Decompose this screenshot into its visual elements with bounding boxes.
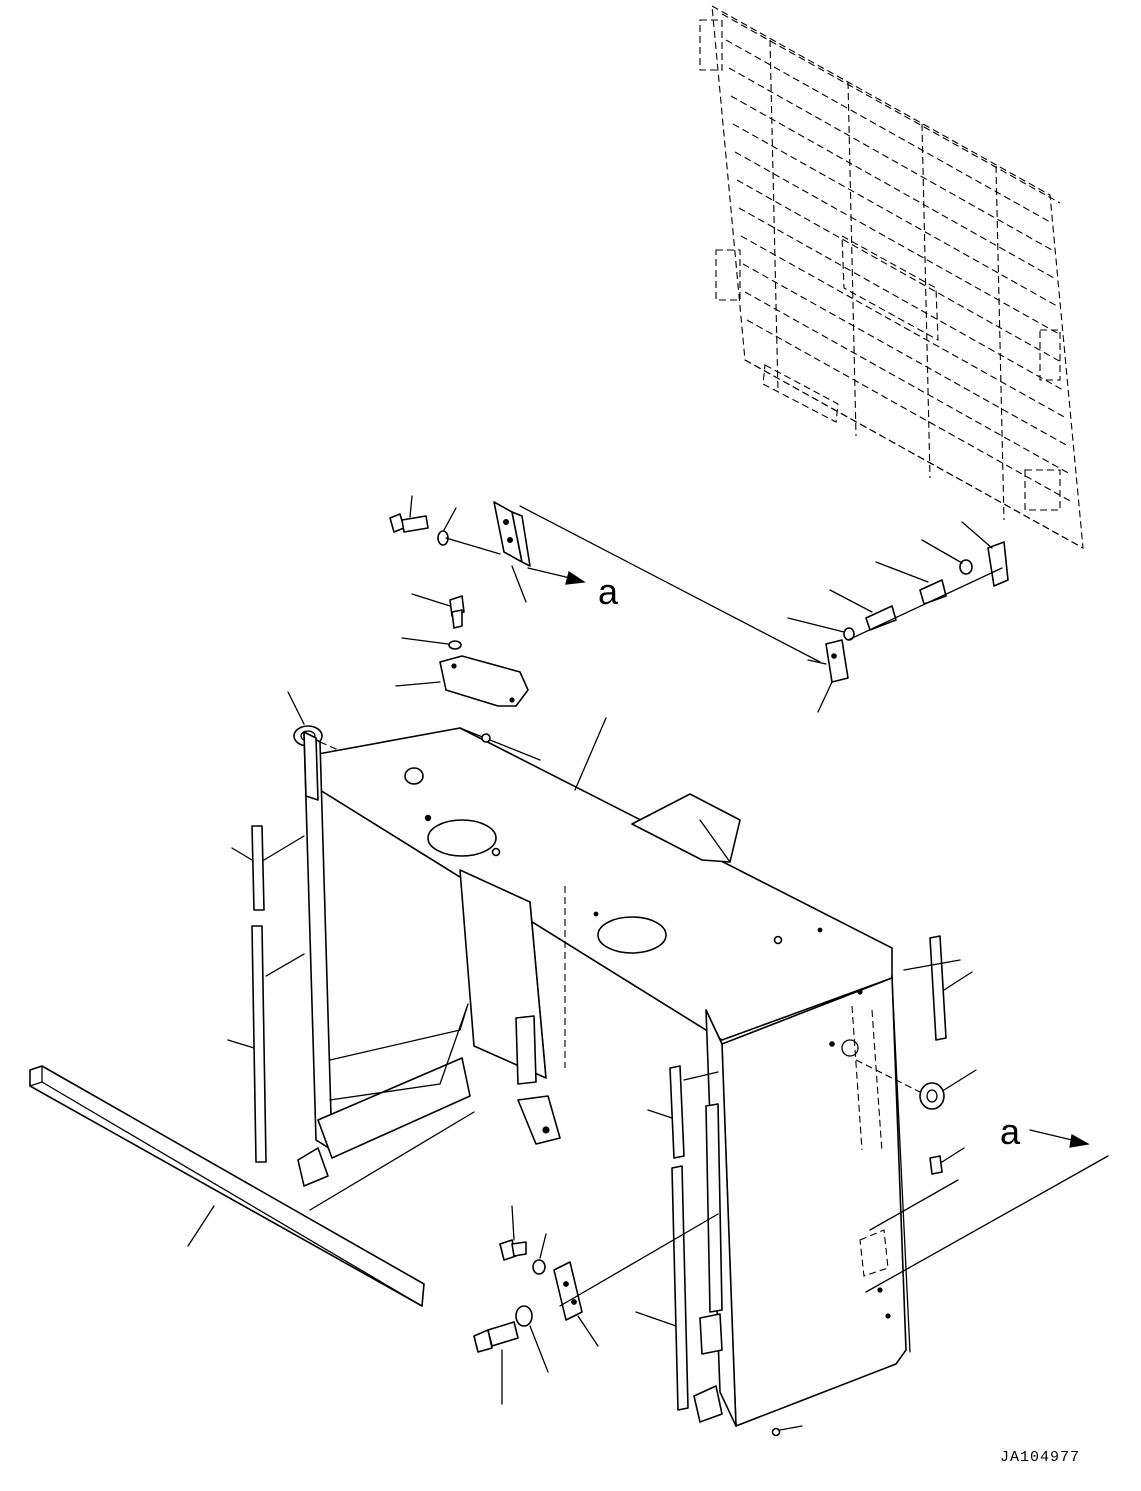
- cover-washer: [401, 637, 462, 650]
- view-label-a-lower: a: [1000, 1111, 1021, 1152]
- upper-washer-right: [921, 539, 973, 575]
- view-label-a-upper: a: [598, 571, 619, 612]
- cover-bolt: [411, 593, 465, 629]
- seal-strip-center-lower: [635, 1165, 689, 1411]
- upper-bolt-right: [875, 561, 947, 605]
- lower-washer-small: [532, 1233, 547, 1275]
- cover-plate: [395, 655, 529, 707]
- hinge-bracket-right-lower: [807, 567, 1003, 713]
- grommet-right: [855, 1059, 977, 1110]
- small-clip-right: [869, 1147, 965, 1231]
- seal-strip-left-upper: [231, 825, 305, 911]
- seal-strip-left-lower: [227, 925, 305, 1163]
- bottom-nut: [771, 1425, 803, 1437]
- hinge-bolt-right-lower: [829, 589, 897, 631]
- radiator-guard-frame: [297, 717, 911, 1427]
- hinge-leader-lines: [445, 505, 821, 663]
- radiator-grille: [699, 5, 1084, 549]
- rubber-beam: [29, 1065, 475, 1307]
- seal-strip-right-upper: [903, 935, 973, 1041]
- upper-bolt-left: [389, 495, 429, 533]
- view-arrow-upper: a: [527, 567, 619, 612]
- lower-hinge-bracket: [553, 1213, 719, 1347]
- upper-washer-left: [437, 507, 457, 546]
- upper-hinge-bracket-right: [961, 521, 1009, 587]
- view-arrow-lower: a: [865, 1111, 1109, 1293]
- drawing-number: JA104977: [1000, 1449, 1080, 1466]
- lower-bolt-small: [499, 1205, 527, 1261]
- seal-strip-center-upper: [647, 1065, 719, 1159]
- hinge-washer-right-lower: [787, 617, 855, 641]
- upper-hinge-bracket-left: [493, 501, 531, 603]
- lower-washer-large: [515, 1305, 549, 1373]
- lower-bolt-large: [473, 1321, 519, 1405]
